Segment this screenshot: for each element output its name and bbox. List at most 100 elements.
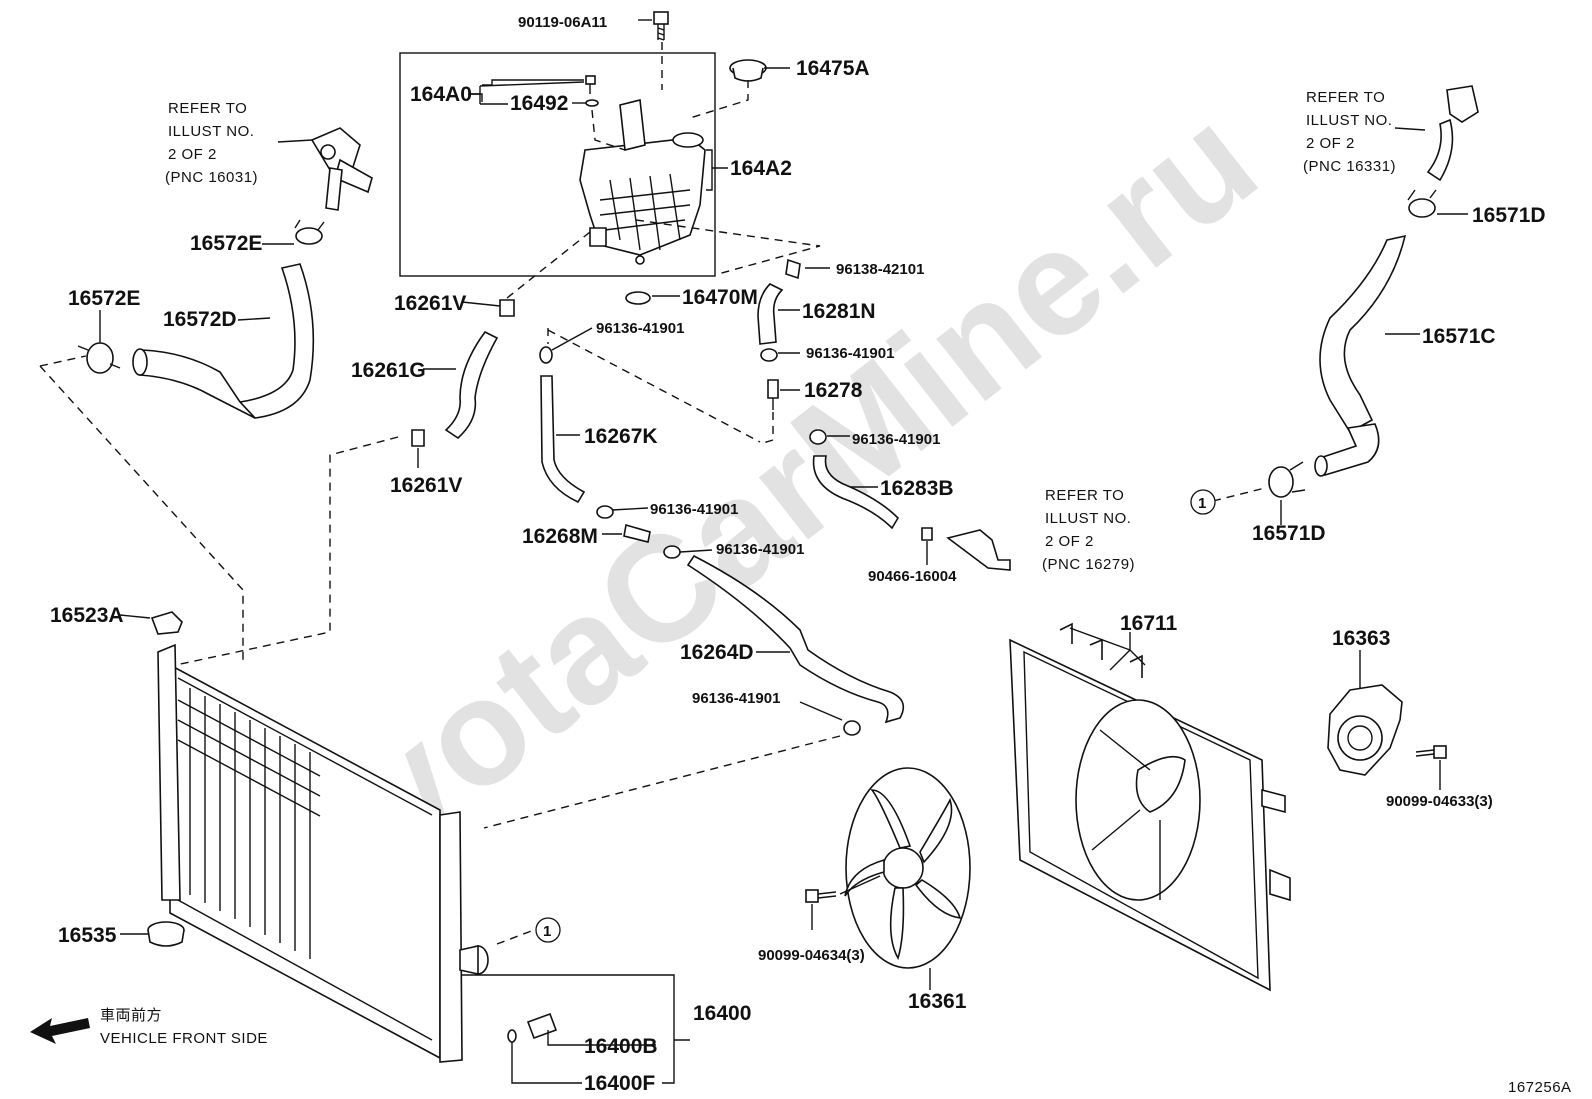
svg-text:REFER TO: REFER TO	[1045, 487, 1124, 504]
svg-text:(PNC 16031): (PNC 16031)	[165, 169, 258, 186]
part-label-16475A[interactable]: 16475A	[796, 57, 870, 80]
part-label-96136-41901-e[interactable]: 96136-41901	[716, 541, 804, 558]
hose-16283b-icon	[812, 455, 900, 530]
hose-clamp-icon	[294, 219, 325, 245]
drain-cock-icon	[526, 1012, 558, 1040]
part-label-16261V-bottom[interactable]: 16261V	[390, 474, 462, 497]
clamp-icon	[411, 429, 425, 447]
refer-note-bypass-pipe: REFER TO ILLUST NO. 2 OF 2 (PNC 16279)	[1042, 487, 1135, 573]
part-label-16571D-top[interactable]: 16571D	[1472, 204, 1546, 227]
drain-o-ring-icon	[507, 1029, 517, 1043]
radiator-lower-cushion-icon	[147, 921, 185, 947]
part-label-96136-41901-f[interactable]: 96136-41901	[692, 690, 780, 707]
part-label-16268M[interactable]: 16268M	[522, 525, 598, 548]
refer-note-water-outlet: REFER TO ILLUST NO. 2 OF 2 (PNC 16331)	[1303, 89, 1396, 175]
part-label-16400F[interactable]: 16400F	[584, 1072, 655, 1095]
diagram-id: 167256A	[1508, 1079, 1572, 1096]
water-outlet-icon	[1426, 85, 1479, 182]
hose-16281n-icon	[757, 283, 784, 345]
part-label-16361[interactable]: 16361	[908, 990, 967, 1013]
hose-16267k-icon	[540, 375, 586, 504]
radiator-icon	[157, 643, 489, 1063]
clamp-icon	[663, 545, 681, 559]
direction-label-en: VEHICLE FRONT SIDE	[100, 1030, 268, 1047]
part-label-96136-41901-a[interactable]: 96136-41901	[596, 320, 684, 337]
fitting-bracket-icon	[946, 529, 1011, 571]
clamp-icon	[921, 527, 933, 541]
svg-text:2 OF 2: 2 OF 2	[1045, 533, 1094, 550]
part-label-96138-42101[interactable]: 96138-42101	[836, 261, 924, 278]
clamp-icon	[760, 348, 778, 362]
part-label-90466-16004[interactable]: 90466-16004	[868, 568, 957, 585]
clamp-icon	[809, 429, 827, 445]
clamp-icon	[596, 505, 614, 519]
part-label-16711[interactable]: 16711	[1120, 612, 1178, 635]
part-label-16571C[interactable]: 16571C	[1422, 325, 1496, 348]
part-label-16535[interactable]: 16535	[58, 924, 117, 947]
svg-text:(PNC 16279): (PNC 16279)	[1042, 556, 1135, 573]
part-label-16278[interactable]: 16278	[804, 379, 863, 402]
fan-shroud-icon	[1009, 622, 1291, 992]
part-label-16572D[interactable]: 16572D	[163, 308, 237, 331]
part-label-90119-06A11[interactable]: 90119-06A11	[518, 14, 607, 31]
bolt-icon	[653, 11, 669, 41]
part-label-16261G[interactable]: 16261G	[351, 359, 426, 382]
hose-16264d-icon	[686, 554, 905, 724]
part-label-16400[interactable]: 16400	[693, 1002, 751, 1025]
o-ring-icon	[585, 99, 599, 107]
motor-bolt-icon	[1415, 745, 1447, 759]
part-label-96136-41901-c[interactable]: 96136-41901	[852, 431, 940, 448]
part-label-16264D[interactable]: 16264D	[680, 641, 754, 664]
thermostat-housing-icon	[310, 127, 373, 211]
part-label-16281N[interactable]: 16281N	[802, 300, 876, 323]
direction-label-jp: 車両前方	[100, 1007, 162, 1024]
hose-clamp-icon	[77, 342, 121, 374]
part-label-16572E-left[interactable]: 16572E	[68, 287, 140, 310]
fan-bolt-icon	[805, 889, 837, 903]
svg-text:REFER TO: REFER TO	[1306, 89, 1385, 106]
part-label-164A0[interactable]: 164A0	[410, 83, 472, 106]
callout-marker-1-label: 1	[543, 923, 551, 940]
hose-clamp-icon	[1268, 461, 1306, 498]
lower-radiator-hose-icon	[132, 263, 315, 419]
callout-marker-1	[1190, 489, 1216, 515]
union-fitting-icon	[623, 523, 651, 543]
hose-clamp-icon	[785, 258, 801, 280]
part-label-16523A[interactable]: 16523A	[50, 604, 124, 627]
hose-clamp-icon	[1407, 189, 1437, 218]
front-direction-arrow-icon	[30, 1018, 90, 1044]
part-label-96136-41901-d[interactable]: 96136-41901	[650, 501, 738, 518]
part-label-16363[interactable]: 16363	[1332, 627, 1390, 650]
hose-16261g-icon	[444, 330, 499, 440]
callout-marker-1	[535, 917, 561, 943]
part-label-16261V-top[interactable]: 16261V	[394, 292, 466, 315]
svg-text:ILLUST NO.: ILLUST NO.	[1306, 112, 1392, 129]
radiator-support-cushion-icon	[150, 611, 183, 635]
svg-text:2 OF 2: 2 OF 2	[1306, 135, 1355, 152]
part-label-96136-41901-b[interactable]: 96136-41901	[806, 345, 894, 362]
part-label-90099-04634[interactable]: 90099-04634(3)	[758, 947, 865, 964]
reservoir-cap-icon	[729, 59, 767, 82]
fan-motor-icon	[1327, 684, 1403, 776]
reservoir-cap-small-icon	[625, 291, 651, 305]
part-label-90099-04633[interactable]: 90099-04633(3)	[1386, 793, 1493, 810]
svg-text:ILLUST NO.: ILLUST NO.	[168, 123, 254, 140]
part-label-16400B[interactable]: 16400B	[584, 1035, 658, 1058]
svg-text:ILLUST NO.: ILLUST NO.	[1045, 510, 1131, 527]
part-label-16572E-top[interactable]: 16572E	[190, 232, 262, 255]
refer-note-thermostat: REFER TO ILLUST NO. 2 OF 2 (PNC 16031)	[165, 100, 258, 186]
part-label-16267K[interactable]: 16267K	[584, 425, 658, 448]
upper-radiator-hose-icon	[1314, 234, 1407, 477]
small-bolt-icon	[585, 75, 596, 94]
part-label-16283B[interactable]: 16283B	[880, 477, 954, 500]
reservoir-assembly-box	[399, 52, 716, 277]
part-label-16470M[interactable]: 16470M	[682, 286, 758, 309]
reservoir-tank-icon	[579, 99, 706, 265]
clamp-icon	[843, 720, 861, 736]
part-label-16492[interactable]: 16492	[510, 92, 568, 115]
bypass-valve-icon	[767, 379, 779, 410]
svg-text:REFER TO: REFER TO	[168, 100, 247, 117]
part-label-16571D-bottom[interactable]: 16571D	[1252, 522, 1326, 545]
part-label-164A2[interactable]: 164A2	[730, 157, 792, 180]
